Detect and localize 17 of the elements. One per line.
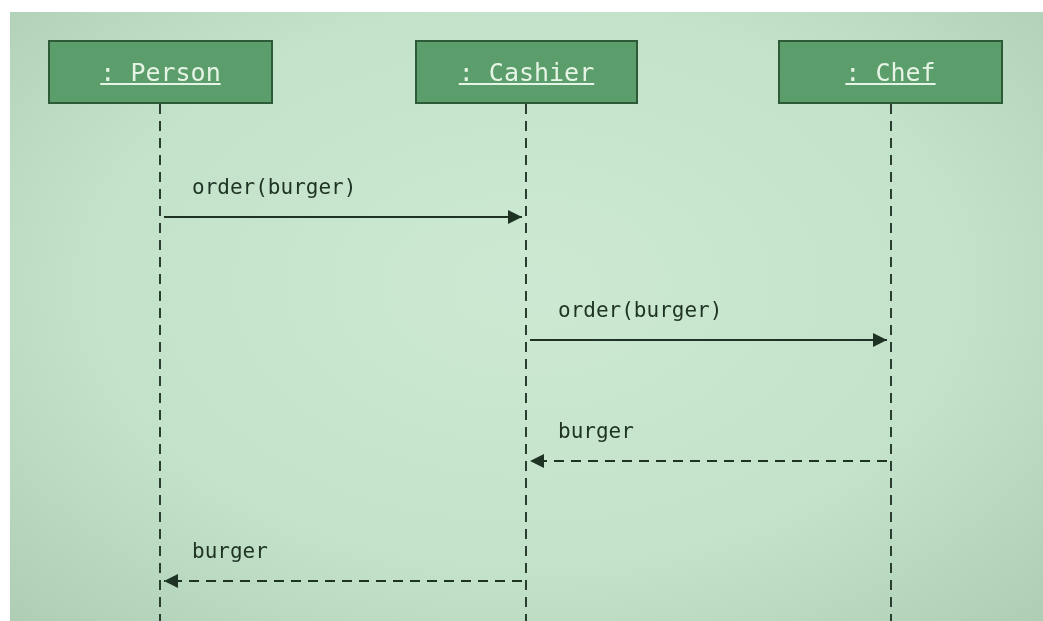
- participant-box: [415, 40, 638, 104]
- lifeline: [887, 104, 895, 621]
- message-label: order(burger): [192, 175, 357, 199]
- participant-name: : Person: [100, 57, 221, 87]
- message-label: burger: [192, 539, 268, 563]
- message-label: order(burger): [558, 298, 723, 322]
- participant-name: : Chef: [845, 57, 936, 87]
- participant-box: [48, 40, 273, 104]
- participant-name: : Cashier: [458, 57, 595, 87]
- lifeline: [522, 104, 530, 621]
- lifeline: [156, 104, 164, 621]
- participant-box: [778, 40, 1003, 104]
- return-message-arrow: [163, 574, 523, 588]
- message-arrow: [163, 210, 523, 224]
- message-arrow: [529, 333, 888, 347]
- message-label: burger: [558, 419, 634, 443]
- return-message-arrow: [529, 454, 888, 468]
